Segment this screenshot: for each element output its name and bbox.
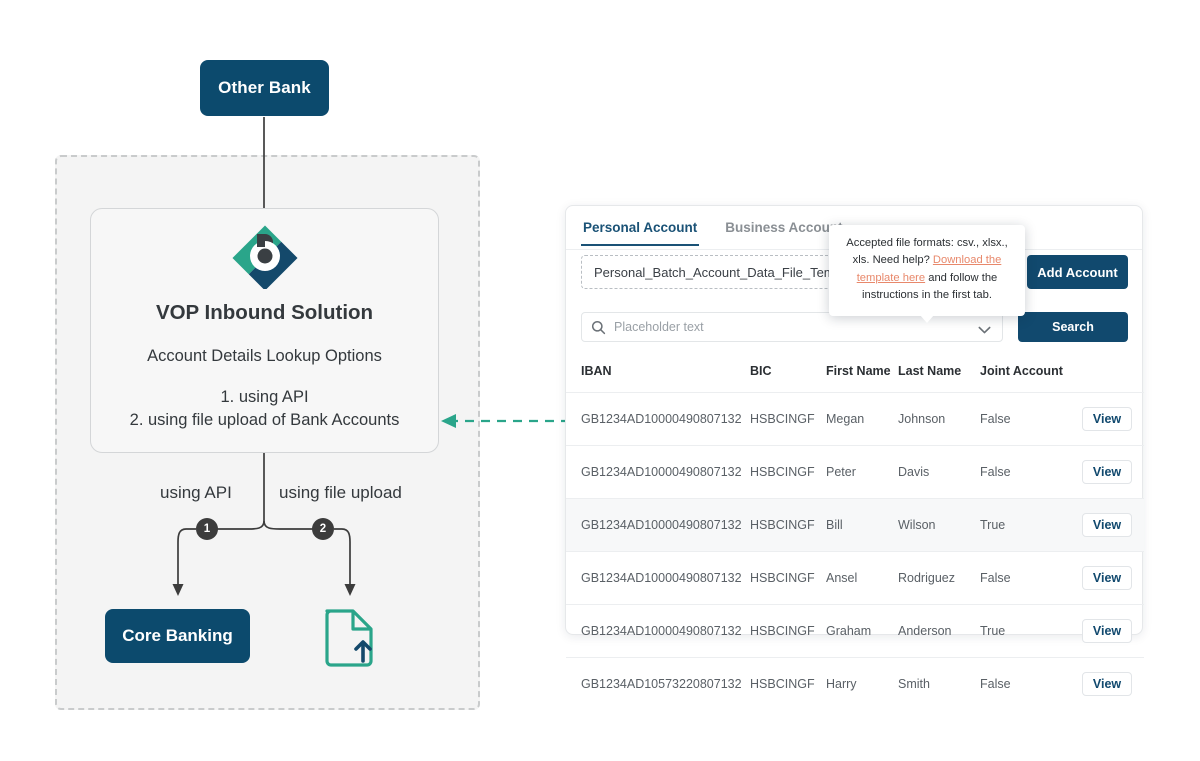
- cell-last-name: Rodriguez: [898, 571, 955, 585]
- tab-business-account[interactable]: Business Account: [723, 214, 844, 244]
- search-placeholder: Placeholder text: [614, 320, 704, 334]
- file-upload-row: Personal_Batch_Account_Data_File_Templat…: [581, 225, 1128, 324]
- cell-bic: HSBCINGF: [750, 571, 815, 585]
- node-core-banking: Core Banking: [105, 609, 250, 663]
- cell-last-name: Wilson: [898, 518, 936, 532]
- column-header-first-name: First Name: [826, 364, 891, 378]
- cell-bic: HSBCINGF: [750, 518, 815, 532]
- file-upload-icon: [319, 603, 383, 669]
- vop-option-1: 1. using API: [220, 388, 309, 406]
- view-button[interactable]: View: [1081, 407, 1133, 431]
- table-header-row: IBAN BIC First Name Last Name Joint Acco…: [566, 358, 1144, 393]
- table-row[interactable]: GB1234AD10000490807132 HSBCINGF Peter Davis…: [566, 445, 1144, 499]
- vop-subtitle: Account Details Lookup Options: [147, 347, 382, 365]
- node-other-bank: Other Bank: [200, 60, 329, 116]
- cell-actions: View: [1070, 393, 1144, 446]
- cell-iban: GB1234AD10000490807132: [581, 465, 742, 479]
- node-other-bank-label: Other Bank: [218, 78, 311, 97]
- cell-last-name: Anderson: [898, 624, 952, 638]
- search-button[interactable]: Search: [1018, 312, 1128, 342]
- tab-personal-account[interactable]: Personal Account: [581, 214, 700, 246]
- cell-joint-account: True: [980, 624, 1006, 638]
- cell-iban: GB1234AD10573220807132: [581, 677, 742, 691]
- cell-bic: HSBCINGF: [750, 465, 815, 479]
- step-badge-2: 2: [312, 518, 334, 540]
- search-row: Placeholder text Search: [581, 312, 1128, 342]
- cell-first-name: Bill: [826, 518, 843, 532]
- cell-first-name: Graham: [826, 624, 872, 638]
- cell-joint-account: False: [980, 465, 1011, 479]
- view-button[interactable]: View: [1081, 566, 1133, 590]
- view-button[interactable]: View: [1081, 619, 1133, 643]
- cell-iban: GB1234AD10000490807132: [581, 571, 742, 585]
- cell-actions: View: [1070, 605, 1144, 658]
- tooltip-line-2-prefix: Need help?: [872, 254, 933, 267]
- search-input[interactable]: Placeholder text: [581, 312, 1003, 342]
- table-row[interactable]: GB1234AD10000490807132 HSBCINGF Megan Johns…: [566, 392, 1144, 446]
- table-row[interactable]: GB1234AD10000490807132 HSBCINGF Bill Wilson…: [566, 498, 1144, 552]
- table-row[interactable]: GB1234AD10000490807132 HSBCINGF Graham Ande…: [566, 604, 1144, 658]
- cell-iban: GB1234AD10000490807132: [581, 624, 742, 638]
- download-template-link[interactable]: Download the template here: [856, 254, 1002, 284]
- vop-option-2: 2. using file upload of Bank Accounts: [129, 411, 400, 429]
- vop-title: VOP Inbound Solution: [155, 301, 374, 324]
- tab-business-account-label: Business Account: [725, 220, 843, 235]
- column-header-last-name: Last Name: [898, 364, 962, 378]
- vop-inbound-solution-card: VOP Inbound Solution Account Details Loo…: [90, 208, 439, 453]
- view-button[interactable]: View: [1081, 513, 1133, 537]
- view-button[interactable]: View: [1081, 460, 1133, 484]
- vop-brand-logo-icon: [231, 223, 298, 291]
- cell-actions: View: [1070, 446, 1144, 499]
- file-name-value: Personal_Batch_Account_Data_File_Templat…: [594, 264, 886, 280]
- cell-joint-account: False: [980, 571, 1011, 585]
- chevron-down-icon[interactable]: [978, 322, 991, 340]
- cell-actions: View: [1070, 658, 1144, 711]
- cell-bic: HSBCINGF: [750, 624, 815, 638]
- accounts-panel: Personal Account Business Account Person…: [565, 205, 1144, 696]
- cell-actions: View: [1070, 499, 1144, 552]
- table-row[interactable]: GB1234AD10000490807132 HSBCINGF Ansel Rodri…: [566, 551, 1144, 605]
- tooltip-line-2-suffix: and follow the instructions in the first…: [862, 271, 998, 302]
- cell-last-name: Johnson: [898, 412, 946, 426]
- node-core-banking-label: Core Banking: [122, 626, 233, 645]
- cell-first-name: Ansel: [826, 571, 858, 585]
- branch-label-using-api: using API: [160, 483, 232, 502]
- cell-joint-account: True: [980, 518, 1006, 532]
- cell-bic: HSBCINGF: [750, 412, 815, 426]
- tab-personal-account-label: Personal Account: [583, 220, 698, 235]
- table-row[interactable]: GB1234AD10573220807132 HSBCINGF Harry Smith…: [566, 657, 1144, 711]
- cell-first-name: Megan: [826, 412, 865, 426]
- column-header-joint-account: Joint Account: [980, 364, 1063, 378]
- accounts-table: IBAN BIC First Name Last Name Joint Acco…: [566, 358, 1144, 710]
- column-header-iban: IBAN: [581, 364, 612, 378]
- add-account-button[interactable]: Add Account: [1027, 255, 1128, 289]
- cell-iban: GB1234AD10000490807132: [581, 412, 742, 426]
- account-type-tabs: Personal Account Business Account: [581, 214, 845, 246]
- cell-joint-account: False: [980, 412, 1011, 426]
- cell-joint-account: False: [980, 677, 1011, 691]
- column-header-bic: BIC: [750, 364, 772, 378]
- cell-actions: View: [1070, 552, 1144, 605]
- cell-bic: HSBCINGF: [750, 677, 815, 691]
- cell-iban: GB1234AD10000490807132: [581, 518, 742, 532]
- step-badge-1: 1: [196, 518, 218, 540]
- cell-first-name: Peter: [826, 465, 856, 479]
- accounts-table-head: IBAN BIC First Name Last Name Joint Acco…: [566, 358, 1144, 393]
- branch-label-using-file-upload: using file upload: [279, 483, 402, 502]
- cell-last-name: Smith: [898, 677, 930, 691]
- tooltip-line-1: Accepted file formats: csv., xlsx., xls.: [846, 237, 1008, 267]
- view-button[interactable]: View: [1081, 672, 1133, 696]
- search-icon: [591, 320, 606, 335]
- cell-first-name: Harry: [826, 677, 857, 691]
- column-header-actions: [1070, 358, 1144, 393]
- cell-last-name: Davis: [898, 465, 930, 479]
- file-format-tooltip: Accepted file formats: csv., xlsx., xls.…: [829, 225, 1025, 324]
